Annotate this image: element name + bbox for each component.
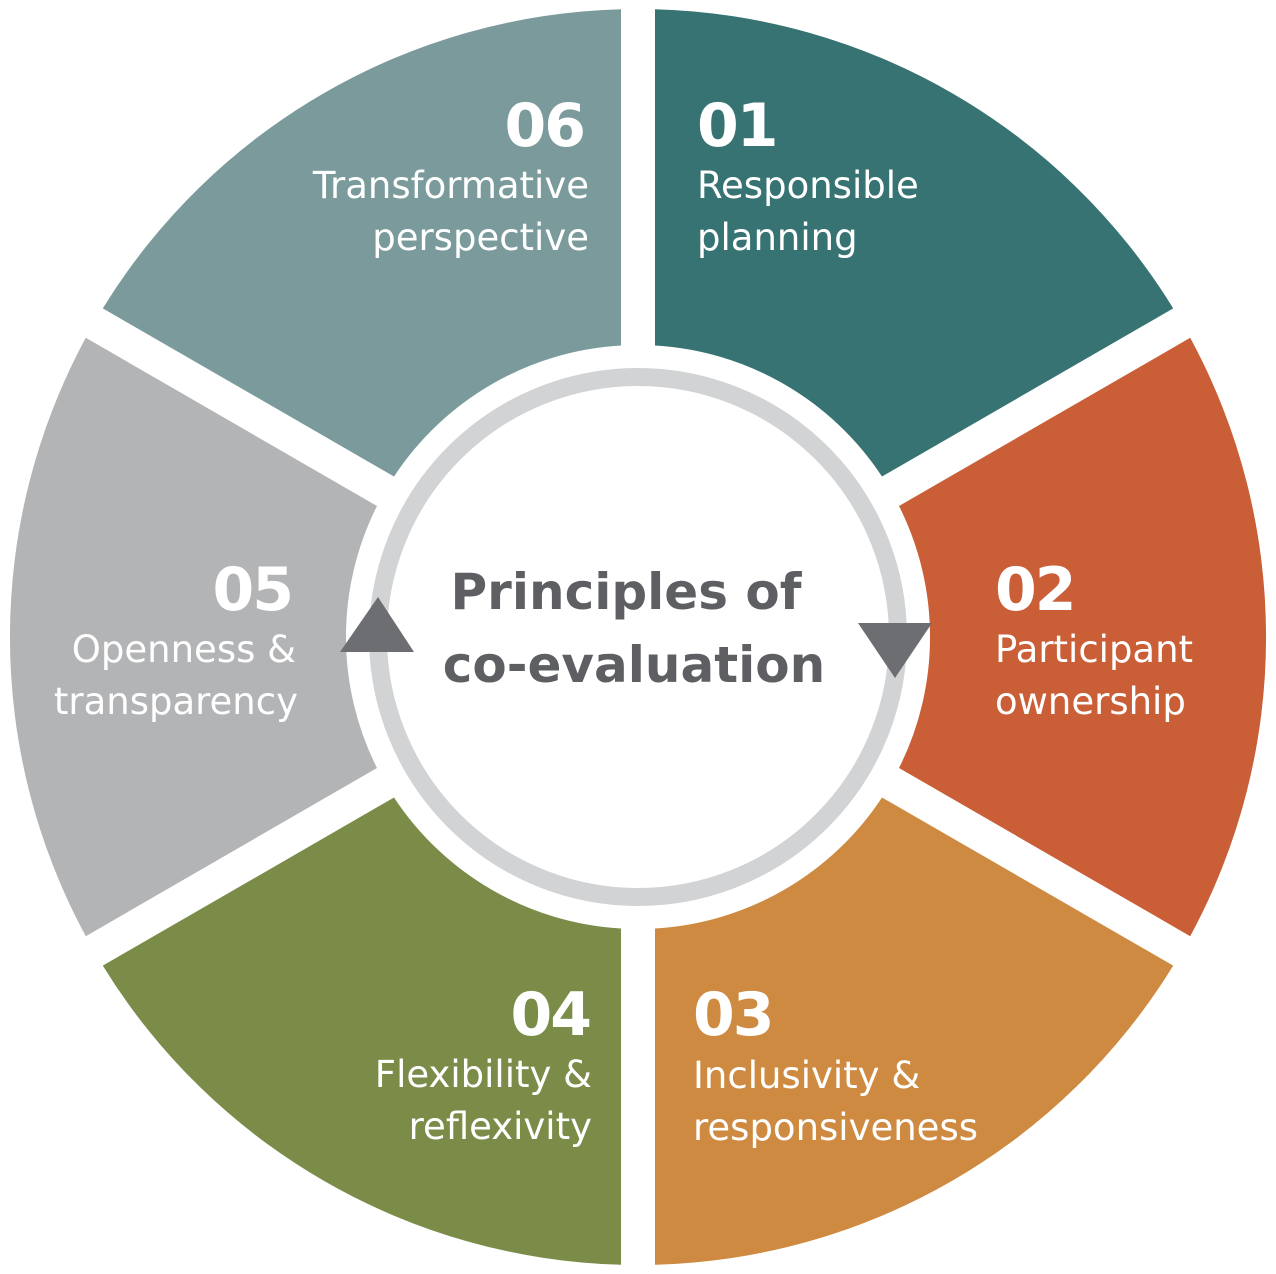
segment-06-number: 06 (505, 91, 585, 161)
segment-06-label-line-1: Transformative (312, 164, 589, 207)
segment-02-number: 02 (995, 555, 1075, 625)
segment-03-number: 03 (693, 980, 773, 1050)
segment-04-number: 04 (511, 980, 591, 1050)
segment-05-shape (9, 337, 377, 937)
segment-03-shape (655, 797, 1174, 1265)
segment-05-label-line-1: Openness & (72, 628, 296, 671)
segment-04-label-line-2: reflexivity (409, 1105, 592, 1148)
segment-02-shape (899, 337, 1267, 937)
segment-02-label-line-1: Participant (995, 628, 1193, 671)
segment-06-shape (102, 9, 622, 477)
segment-01-label-line-1: Responsible (697, 164, 919, 207)
segment-02-label-line-2: ownership (995, 680, 1186, 723)
segment-06: 06 Transformative perspective (102, 9, 622, 477)
segment-05-label-line-2: transparency (54, 680, 298, 723)
segment-01: 01 Responsible planning (655, 9, 1174, 477)
segment-01-label-line-2: planning (697, 216, 858, 259)
segment-05-number: 05 (213, 555, 293, 625)
segment-03-label-line-2: responsiveness (693, 1106, 978, 1149)
segment-01-number: 01 (697, 91, 777, 161)
center-title-line-2: co-evaluation (443, 636, 825, 694)
cycle-arrow-up-icon (340, 597, 414, 652)
segment-05: 05 Openness & transparency (9, 337, 377, 937)
segment-06-label-line-2: perspective (372, 216, 589, 259)
cycle-arrow-down-icon (858, 623, 932, 678)
segment-01-shape (655, 9, 1174, 477)
segment-02: 02 Participant ownership (899, 337, 1267, 937)
segment-04-label-line-1: Flexibility & (375, 1053, 592, 1096)
center-title-line-1: Principles of (451, 563, 803, 621)
segment-03: 03 Inclusivity & responsiveness (655, 797, 1174, 1265)
segment-04-shape (102, 797, 622, 1265)
segment-03-label-line-1: Inclusivity & (693, 1054, 920, 1097)
segment-04: 04 Flexibility & reflexivity (102, 797, 622, 1265)
